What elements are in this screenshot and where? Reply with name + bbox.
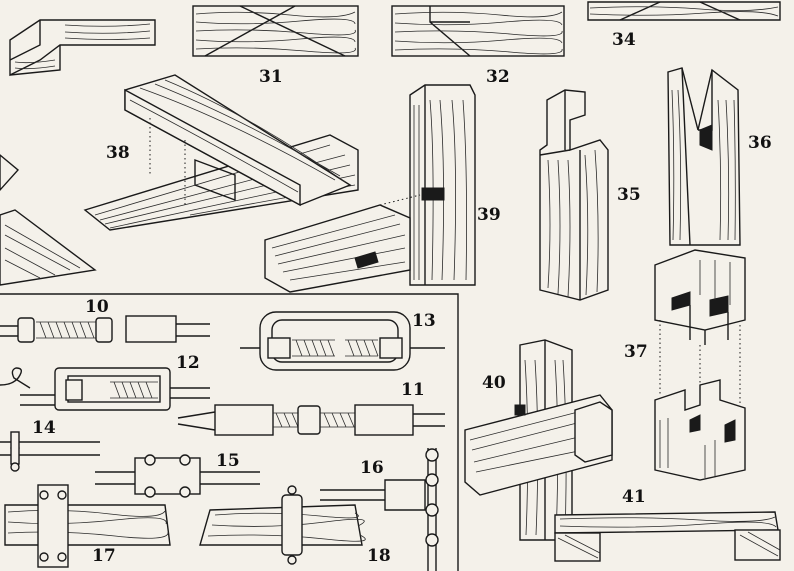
figure-number-40: 40: [482, 373, 506, 393]
figure-number-16: 16: [360, 458, 384, 478]
strapped-beam-18: [199, 485, 366, 565]
figure-number-36: 36: [748, 133, 772, 153]
figure-number-12: 12: [176, 353, 200, 373]
turnbuckle-13: [240, 311, 445, 371]
post-joint-39: [264, 84, 476, 293]
figure-number-14: 14: [32, 418, 56, 438]
turnbuckle-11: [177, 404, 445, 436]
figure-number-17: 17: [92, 546, 116, 566]
figure-number-38: 38: [106, 143, 130, 163]
post-joint-35: [539, 89, 609, 301]
figure-number-18: 18: [367, 546, 391, 566]
hook-tensioner-12: [0, 367, 210, 411]
hardware-panel-frame: [0, 293, 459, 571]
halving-joint-38: [83, 74, 359, 231]
figure-number-41: 41: [622, 487, 646, 507]
partial-wedge-left: [0, 154, 97, 286]
figure-number-37: 37: [624, 342, 648, 362]
figure-number-31: 31: [259, 67, 283, 87]
turnbuckle-10: [0, 315, 210, 343]
figure-number-34: 34: [612, 30, 636, 50]
interlocking-joint-37: [654, 249, 746, 481]
figure-number-35: 35: [617, 185, 641, 205]
figure-number-11: 11: [401, 380, 425, 400]
forked-joint-36: [667, 67, 741, 246]
strap-joint-15: [95, 454, 260, 498]
figure-number-10: 10: [85, 297, 109, 317]
figure-number-13: 13: [412, 311, 436, 331]
plank-joint-32: [391, 5, 565, 57]
base-piece-41: [554, 511, 781, 562]
corner-plate-16: [320, 448, 439, 571]
figure-number-32: 32: [486, 67, 510, 87]
partial-joint-top-left: [9, 19, 156, 77]
figure-number-39: 39: [477, 205, 501, 225]
cross-joint-40: [464, 339, 613, 541]
bolted-beam-17: [4, 484, 171, 568]
strap-joint-14: [0, 431, 100, 472]
plank-joint-34: [587, 1, 781, 21]
figure-number-15: 15: [216, 451, 240, 471]
plank-joint-31: [192, 5, 359, 57]
